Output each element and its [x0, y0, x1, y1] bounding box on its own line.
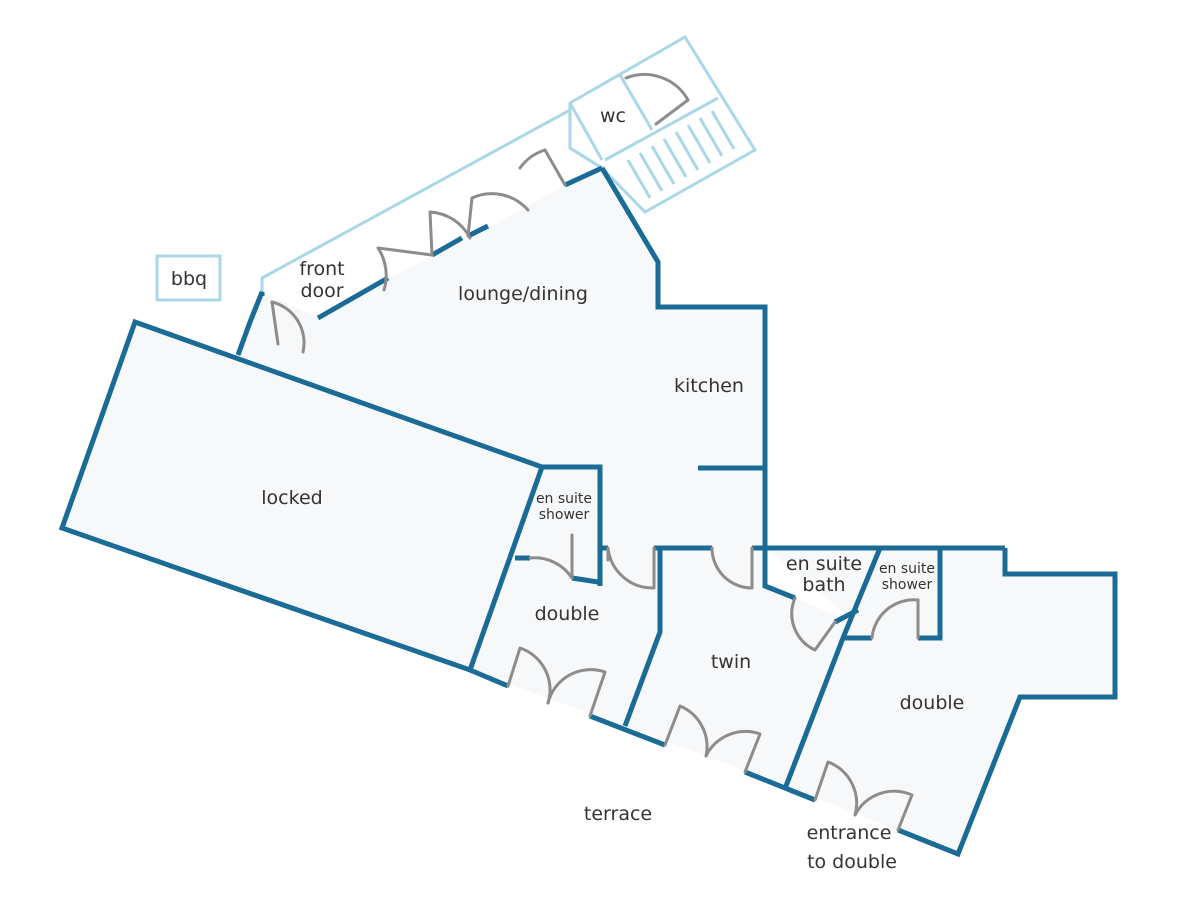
corridor-door-3 — [466, 192, 530, 238]
double-twin-wall — [622, 545, 663, 727]
twin-south-door-a — [663, 704, 709, 758]
twin-door — [710, 546, 754, 590]
front-door-wall — [316, 275, 390, 321]
double-1-south-door-b — [546, 668, 607, 718]
corridor-door-4 — [518, 148, 567, 187]
front-door-swing — [270, 300, 306, 354]
locked-floor — [62, 322, 542, 670]
outdoor-outlines — [155, 34, 758, 302]
lounge-dining-label: lounge/dining — [458, 283, 588, 305]
floor-areas — [62, 168, 1115, 854]
corridor-wall-seg-2 — [466, 223, 490, 239]
bbq-label: bbq — [171, 268, 207, 290]
walls — [58, 165, 1118, 858]
wc-label: wc — [600, 105, 626, 127]
twin-south-door-b — [704, 730, 762, 774]
ensuite-shower-2-label-2: shower — [882, 577, 933, 593]
entrance-label-2: to double — [807, 851, 897, 873]
entrance-label-1: entrance — [807, 822, 892, 844]
wc-outline — [568, 34, 758, 214]
corridor-wall-seg-1 — [430, 235, 464, 258]
south-wall-seg-1 — [469, 667, 509, 689]
front-door-label-1: front — [299, 258, 344, 280]
south-wall-seg-3 — [744, 769, 816, 803]
entrance-door-b — [853, 789, 914, 832]
ensuite-1-door — [528, 533, 574, 580]
east-wing-walls — [897, 548, 1118, 858]
north-wall-left — [235, 291, 265, 356]
bbq-outline — [155, 254, 222, 302]
ensuite-shower-2-walls — [918, 548, 943, 641]
front-door-label-2: door — [300, 280, 343, 302]
ensuite-2-door — [870, 598, 920, 640]
east-wing-floor — [765, 548, 1115, 854]
ensuite-bath-walls — [762, 548, 796, 601]
corridor-wall-seg-3 — [563, 165, 604, 188]
ensuite-bath-door — [790, 596, 837, 652]
twin-floor — [625, 548, 858, 786]
ensuite-bath-label-1: en suite — [786, 553, 862, 575]
ensuite-bath-label-2: bath — [802, 574, 845, 596]
ensuite-shower-1-label-1: en suite — [536, 491, 592, 507]
wc-divider-2 — [618, 74, 654, 131]
ensuite-shower-1-label-2: shower — [539, 507, 590, 523]
terrace-label: terrace — [584, 803, 652, 825]
twin-label: twin — [711, 651, 751, 673]
locked-label: locked — [261, 487, 322, 509]
entrance-door-a — [813, 760, 859, 817]
wc-door — [624, 73, 690, 126]
ensuite-shower-2-label-1: en suite — [879, 561, 935, 577]
double-2-label: double — [900, 692, 965, 714]
double-1-door — [606, 546, 656, 590]
stair-top — [604, 96, 719, 162]
doors — [270, 73, 920, 832]
labels: wc bbq front door lounge/dining kitchen … — [171, 105, 964, 873]
kitchen-label: kitchen — [674, 375, 744, 397]
corridor-door-1 — [376, 246, 434, 292]
south-wall-seg-2 — [589, 713, 666, 748]
wc-divider — [568, 102, 604, 161]
bath-double-divider — [833, 607, 860, 625]
lounge-north-east-wall — [599, 166, 768, 548]
double-1-label: double — [535, 603, 600, 625]
ensuite-shower-1-bottom-2 — [571, 575, 599, 585]
double-left-floor — [470, 467, 660, 726]
stairs — [626, 110, 736, 199]
